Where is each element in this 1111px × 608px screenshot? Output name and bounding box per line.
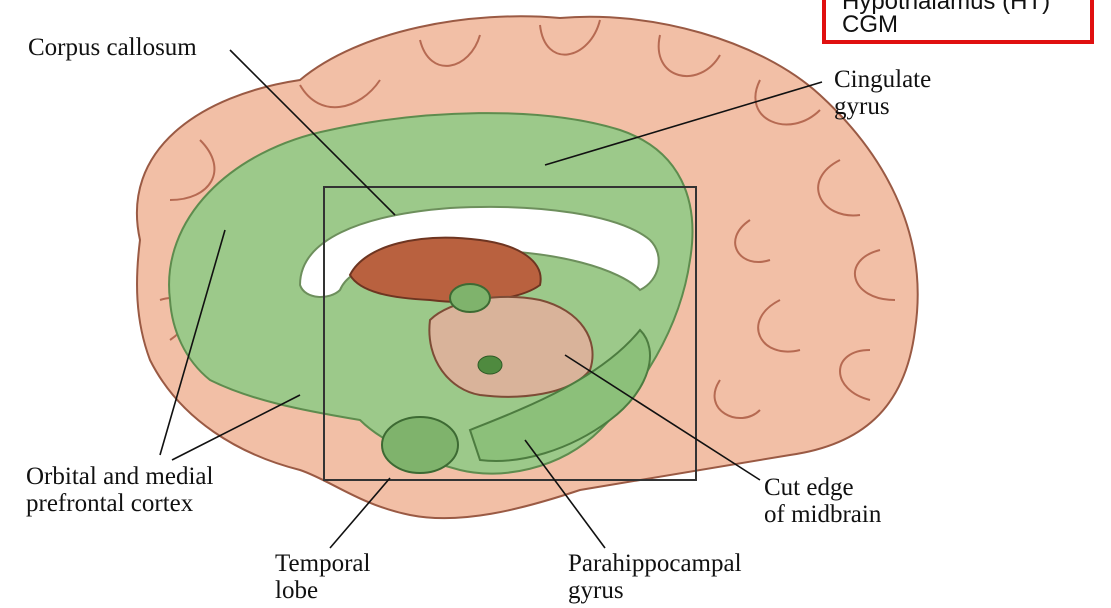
- label-corpus-callosum: Corpus callosum: [28, 34, 197, 61]
- label-cut-edge-of-midbrain: Cut edge of midbrain: [764, 474, 881, 528]
- legend-line-2: CGM: [842, 11, 898, 39]
- label-temporal-lobe: Temporal lobe: [275, 550, 370, 604]
- label-parahippocampal-gyrus: Parahippocampal gyrus: [568, 550, 742, 604]
- amygdala-shape: [382, 417, 458, 473]
- mammillary-body: [478, 356, 502, 374]
- legend-box: Hypothalamus (HT) CGM: [822, 0, 1094, 44]
- fornix-knob: [450, 284, 490, 312]
- label-orbital-medial-prefrontal-cortex: Orbital and medial prefrontal cortex: [26, 463, 213, 517]
- label-cingulate-gyrus: Cingulate gyrus: [834, 66, 931, 120]
- hypothalamus-shape: [429, 297, 592, 397]
